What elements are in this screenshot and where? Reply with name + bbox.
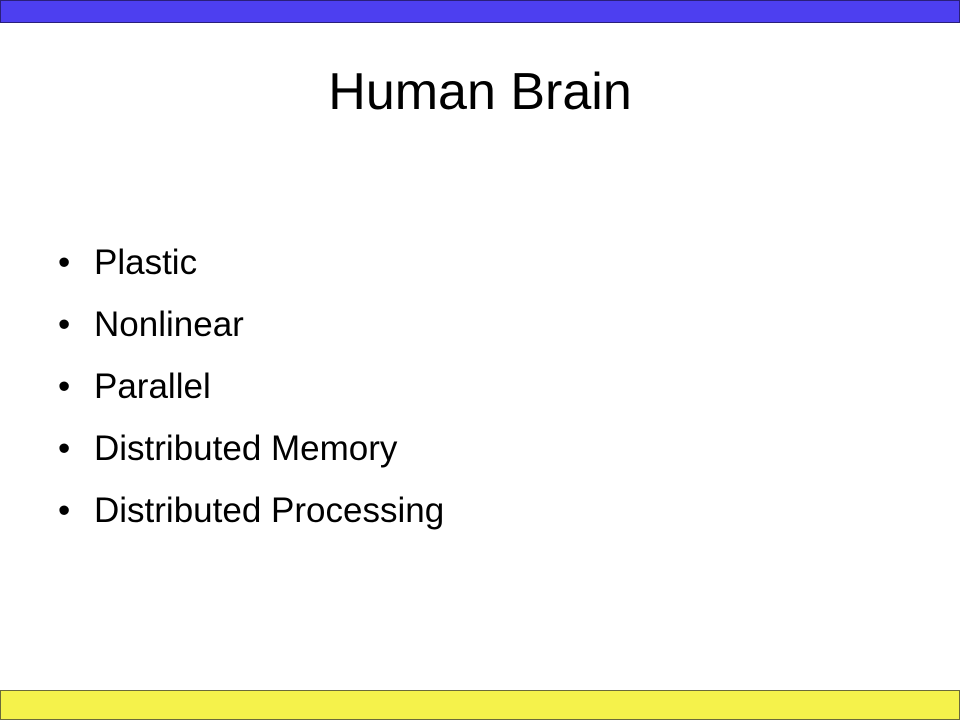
bullet-text: Plastic xyxy=(94,243,198,282)
bullet-text: Distributed Processing xyxy=(94,491,445,530)
bullet-text: Parallel xyxy=(94,367,211,406)
bullet-text: Nonlinear xyxy=(94,305,244,344)
slide-title: Human Brain xyxy=(328,63,632,121)
bottom-accent-bar xyxy=(0,690,960,720)
top-accent-bar xyxy=(0,0,960,23)
bullet-dot-icon: • xyxy=(58,491,71,530)
bullet-dot-icon: • xyxy=(58,243,71,282)
bullet-dot-icon: • xyxy=(58,305,71,344)
bullet-dot-icon: • xyxy=(58,429,71,468)
bullet-dot-icon: • xyxy=(58,367,71,406)
bullet-text: Distributed Memory xyxy=(94,429,398,468)
